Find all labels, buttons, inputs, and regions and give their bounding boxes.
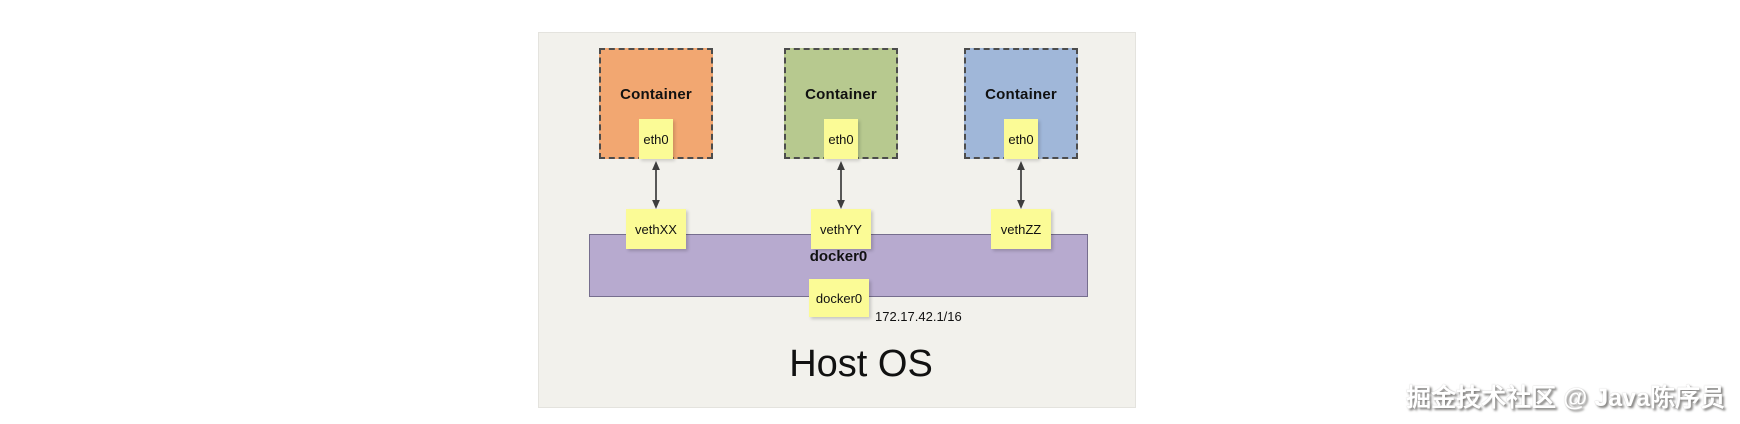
eth0-interface-box: eth0 [639, 119, 673, 159]
watermark-text: 掘金技术社区 @ Java陈序员 [1406, 384, 1725, 412]
container-box-1: Container eth0 [599, 48, 713, 159]
container-box-3: Container eth0 [964, 48, 1078, 159]
bridge-ip-label: 172.17.42.1/16 [875, 309, 962, 324]
veth-connection-arrow [652, 161, 660, 209]
host-os-label: Host OS [789, 343, 933, 385]
veth-box: vethXX [626, 209, 686, 249]
container-label: Container [805, 86, 877, 103]
container-label: Container [620, 86, 692, 103]
veth-connection-arrow [837, 161, 845, 209]
eth0-interface-box: eth0 [1004, 119, 1038, 159]
veth-box: vethYY [811, 209, 871, 249]
container-box-2: Container eth0 [784, 48, 898, 159]
eth0-interface-box: eth0 [824, 119, 858, 159]
docker-network-diagram-panel: Container eth0 vethXX Container eth0 vet… [538, 32, 1136, 408]
veth-connection-arrow [1017, 161, 1025, 209]
container-label: Container [985, 86, 1057, 103]
docker0-bridge-label: docker0 [809, 248, 868, 265]
docker0-interface-box: docker0 [809, 279, 869, 317]
veth-box: vethZZ [991, 209, 1051, 249]
